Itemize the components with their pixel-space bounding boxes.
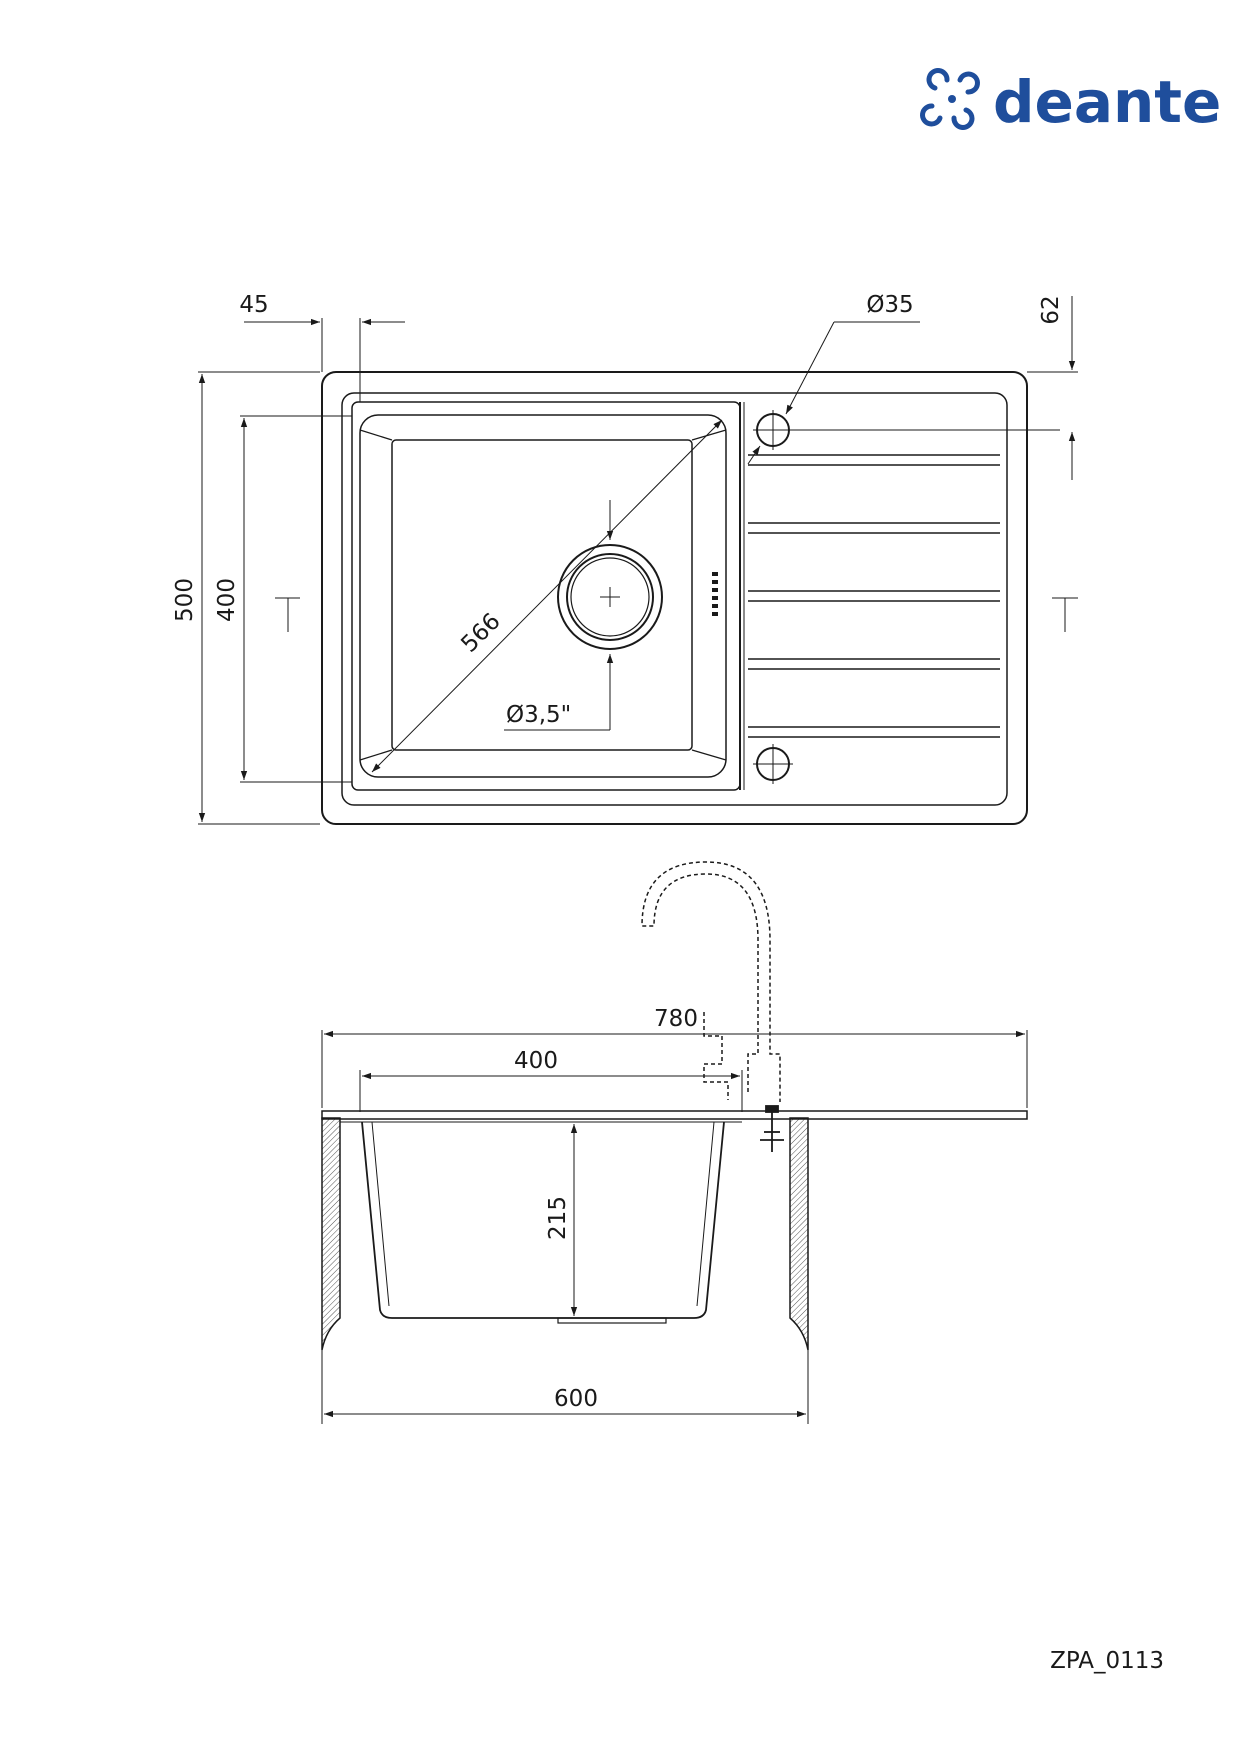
bowl-drain-side [557,1317,667,1324]
dim-text-400-side: 400 [514,1048,558,1074]
sink-flange [321,1110,1028,1120]
dim-text-tap-hole: Ø35 [866,292,913,318]
sink-inner-rim [341,392,1008,806]
faucet [641,861,781,1102]
dim-text-45: 45 [239,292,268,318]
worktop-left [321,1117,341,1351]
side-view [321,861,1028,1424]
bowl-body-side [361,1121,725,1319]
drainer-ribs [748,454,1000,738]
logo-mark [920,68,980,130]
overflow-slots [712,572,718,616]
dim-text-780: 780 [654,1006,698,1032]
dim-text-500: 500 [172,578,198,622]
brand-logo: deante [920,68,1221,136]
dim-line-566 [371,419,723,773]
logo-wordmark: deante [993,68,1221,136]
dim-text-400-top: 400 [214,578,240,622]
sink-outline-top [321,371,1028,825]
dim-text-drain: Ø3,5" [506,702,571,728]
bowl-inner [359,414,727,778]
worktop-right [789,1117,809,1351]
drawing-code: ZPA_0113 [1050,1648,1164,1674]
dim-text-566: 566 [456,608,505,657]
dim-text-600: 600 [554,1386,598,1412]
tap-mount [760,1105,784,1152]
dim-text-62: 62 [1038,295,1064,324]
dim-text-215: 215 [545,1196,571,1240]
top-view [198,296,1078,825]
